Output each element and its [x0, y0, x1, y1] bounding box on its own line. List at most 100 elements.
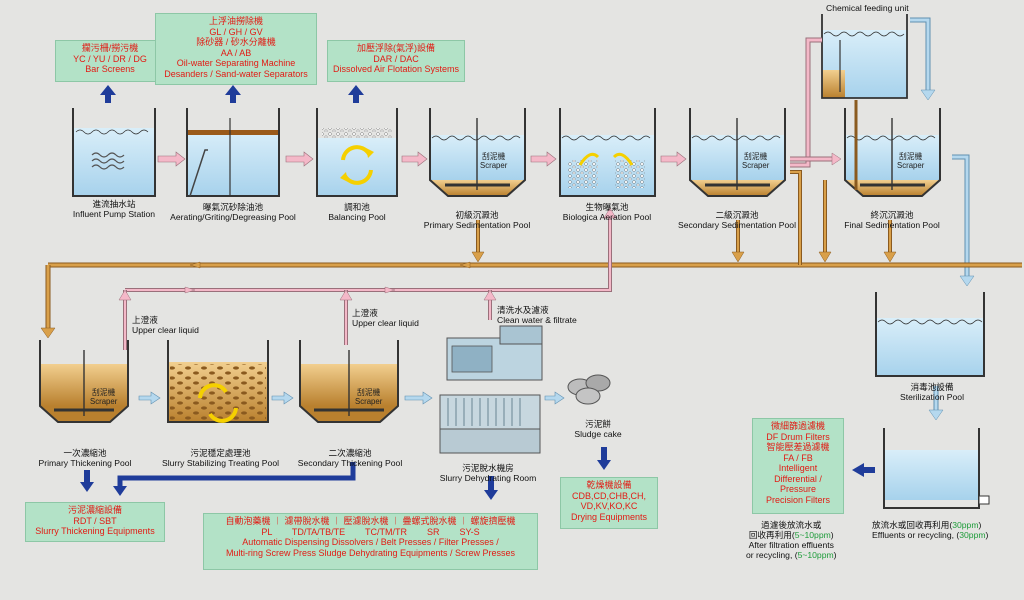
chemical-feed-pipes [790, 17, 936, 190]
label-text: ) [833, 550, 837, 560]
label-text: 調和池 [344, 202, 370, 212]
blue-arrows [80, 85, 875, 500]
label-text: 終沉沉澱池 [870, 210, 914, 220]
label-text: Primary Sedimentation Pool [423, 220, 531, 230]
scraper-zh: 刮泥機 [356, 388, 381, 397]
label-text: 曝氣沉砂除油池 [202, 202, 264, 212]
filters-intelligent: Intelligent [778, 463, 818, 473]
filters-drum: DF Drum Filters [766, 431, 830, 442]
label-text: Biologica Aeration Pool [562, 212, 652, 222]
scraper-en: Scraper [897, 161, 925, 170]
filters-pressure: Pressure [779, 484, 816, 494]
biological-aeration-tank [559, 108, 656, 197]
label-text: Clean water & filtrate [497, 315, 577, 325]
scraper-en: Scraper [90, 397, 118, 406]
dehydrating-equipment-box: 自動泡藥機 ︱ 濾帶脫水機 ︱ 壓濾脫水機 ︱ 疊螺式脫水機 ︱ 螺旋擠壓機 P… [203, 513, 538, 570]
bar-screens-zh: 攔污柵/撈污機 [81, 43, 139, 53]
label-chemical-unit: Chemical feeding unit [826, 3, 909, 13]
filters-zh2: 智能壓差過濾機 [766, 442, 830, 452]
dehydrating-line3: Automatic Dispensing Dissolvers / Belt P… [242, 537, 499, 547]
label-text: 二級沉澱池 [715, 210, 759, 220]
separators-en2: Desanders / Sand-water Separators [164, 68, 308, 79]
dehydrating-line2: PL TD/TA/TB/TE TC/TM/TR SR SY-S [261, 526, 480, 537]
influent-pump-station-tank [72, 108, 156, 197]
supernatant-return-lines [118, 207, 617, 350]
label-text: 清洗水及濾液 [497, 305, 549, 315]
drying-equipment-box: 乾燥機設備 CDB,CD,CHB,CH, VD,KV,KO,KC Drying … [560, 477, 658, 529]
separators-box: 上浮油撈除機 GL / GH / GV 除砂器 / 砂水分離機 AA / AB … [155, 13, 317, 85]
drying-zh: 乾燥機設備 [586, 480, 632, 490]
label-text: Primary Thickening Pool [38, 458, 132, 468]
label-text: 放流水或回收再利用(30ppm) [872, 520, 988, 530]
label-effluent: 放流水或回收再利用(30ppm) Effluents or recycling,… [872, 520, 988, 540]
scraper-zh: 刮泥機 [743, 152, 768, 161]
label-text: 一次濃縮池 [63, 448, 107, 458]
filters-zh1: 微細篩過濾機 [770, 421, 825, 431]
dehydrating-line4: Multi-ring Screw Press Sludge Dehydratin… [225, 547, 516, 558]
effluent-pipe [928, 154, 975, 421]
label-text: 生物曝氣池 [585, 202, 629, 212]
label-text: 過濾後放流水或 [761, 520, 822, 530]
bar-screens-models: YC / YU / DR / DG [73, 53, 147, 64]
daf-box: 加壓浮除(氣浮)設備 DAR / DAC Dissolved Air Flota… [327, 40, 465, 82]
scraper-en: Scraper [480, 161, 508, 170]
secondary-thickening-tank [299, 340, 399, 423]
sludge-return-lines [40, 170, 1022, 339]
label-text: Secondary Thickening Pool [297, 458, 403, 468]
label-text: 30ppm [952, 520, 979, 530]
label-text: Sludge cake [574, 429, 622, 439]
label-text: 5~10ppm [794, 530, 831, 540]
flow-arrows-bottom [138, 391, 565, 405]
label-text: Effluents or recycling, (30ppm) [872, 530, 988, 540]
label-filtered-effluent: 過濾後放流水或 回收再利用(5~10ppm) After filtration … [746, 520, 837, 560]
label-text: 上澄液 [132, 315, 158, 325]
scraper-zh: 刮泥機 [91, 388, 116, 397]
scraper-en: Scraper [355, 397, 383, 406]
label-text: 回收再利用(5~10ppm) [746, 530, 837, 540]
separators-en1: Oil-water Separating Machine [176, 58, 296, 68]
primary-thickening-tank [39, 340, 129, 423]
label-text: 消毒池設備 [910, 382, 954, 392]
label-text: Sterilization Pool [899, 392, 964, 402]
sterilization-tank [875, 292, 985, 377]
filters-differential: Differential / [774, 473, 822, 484]
label-text: or recycling, ( [746, 550, 798, 560]
flow-arrows-top [157, 151, 687, 167]
label-text: 污泥脫水機房 [462, 463, 514, 473]
label-text: 放流水或回收再利用( [872, 520, 953, 530]
daf-models: DAR / DAC [373, 53, 419, 64]
thickening-models: RDT / SBT [73, 515, 117, 526]
label-text: 污泥餅 [585, 419, 611, 429]
label-text: Upper clear liquid [352, 318, 419, 328]
thickening-zh: 污泥濃縮設備 [67, 505, 122, 515]
separators-models1: GL / GH / GV [209, 26, 263, 37]
balancing-tank [316, 108, 398, 197]
slurry-stabilizing-tank [167, 340, 269, 423]
label-text: ) [978, 520, 982, 530]
drying-models1: CDB,CD,CHB,CH, [571, 490, 646, 501]
final-sedimentation-tank [844, 108, 941, 197]
label-text: 上澄液 [352, 308, 378, 318]
label-text: Final Sedimentation Pool [844, 220, 940, 230]
bar-screens-en: Bar Screens [85, 64, 135, 74]
separators-models2: AA / AB [220, 47, 252, 58]
secondary-sedimentation-tank [689, 108, 786, 197]
label-text: 30ppm [959, 530, 986, 540]
